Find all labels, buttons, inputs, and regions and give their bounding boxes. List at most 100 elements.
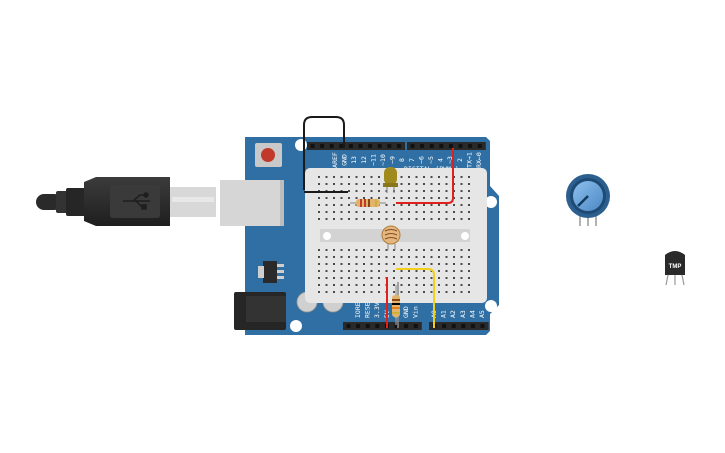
breadboard-hole[interactable] [468, 176, 470, 178]
breadboard-hole[interactable] [348, 256, 350, 258]
breadboard-hole[interactable] [348, 270, 350, 272]
breadboard-hole[interactable] [460, 197, 463, 199]
breadboard-hole[interactable] [438, 211, 440, 213]
breadboard-hole[interactable] [400, 197, 403, 199]
breadboard-hole[interactable] [363, 263, 365, 265]
breadboard-hole[interactable] [460, 263, 463, 265]
digital-header-pin[interactable] [410, 144, 415, 148]
power-header-pin[interactable] [356, 324, 361, 328]
breadboard-hole[interactable] [340, 263, 343, 265]
breadboard-hole[interactable] [370, 277, 373, 279]
breadboard-hole[interactable] [408, 197, 410, 199]
breadboard-hole[interactable] [408, 256, 410, 258]
breadboard-hole[interactable] [340, 277, 343, 279]
breadboard-hole[interactable] [438, 183, 440, 185]
breadboard-hole[interactable] [363, 183, 365, 185]
breadboard-hole[interactable] [355, 291, 358, 293]
reset-button[interactable] [255, 143, 282, 167]
breadboard-hole[interactable] [348, 204, 350, 206]
breadboard-hole[interactable] [393, 263, 395, 265]
breadboard-hole[interactable] [468, 211, 470, 213]
breadboard-hole[interactable] [430, 211, 433, 213]
digital-header-pin[interactable] [348, 144, 353, 148]
breadboard-hole[interactable] [438, 263, 440, 265]
breadboard-hole[interactable] [378, 218, 380, 220]
photoresistor[interactable] [381, 225, 401, 250]
breadboard-hole[interactable] [333, 277, 335, 279]
breadboard-hole[interactable] [393, 256, 395, 258]
breadboard-hole[interactable] [385, 249, 388, 251]
breadboard-hole[interactable] [453, 277, 455, 279]
breadboard-hole[interactable] [430, 176, 433, 178]
breadboard-hole[interactable] [385, 263, 388, 265]
analog-header[interactable] [429, 322, 489, 330]
breadboard-hole[interactable] [423, 256, 425, 258]
breadboard-hole[interactable] [318, 204, 320, 206]
breadboard-hole[interactable] [415, 190, 418, 192]
breadboard-hole[interactable] [385, 211, 388, 213]
breadboard-hole[interactable] [370, 190, 373, 192]
breadboard-hole[interactable] [385, 270, 388, 272]
breadboard-hole[interactable] [325, 263, 328, 265]
breadboard-hole[interactable] [325, 211, 328, 213]
breadboard-hole[interactable] [370, 183, 373, 185]
breadboard-hole[interactable] [348, 249, 350, 251]
breadboard-hole[interactable] [318, 197, 320, 199]
breadboard-hole[interactable] [325, 249, 328, 251]
breadboard-hole[interactable] [325, 218, 328, 220]
breadboard-hole[interactable] [423, 291, 425, 293]
led[interactable] [383, 167, 398, 193]
breadboard-hole[interactable] [355, 190, 358, 192]
breadboard-hole[interactable] [370, 270, 373, 272]
breadboard-hole[interactable] [423, 270, 425, 272]
breadboard-hole[interactable] [415, 277, 418, 279]
breadboard-hole[interactable] [363, 176, 365, 178]
breadboard-hole[interactable] [393, 291, 395, 293]
temperature-sensor[interactable]: TMP [665, 251, 685, 286]
breadboard-hole[interactable] [468, 197, 470, 199]
breadboard-hole[interactable] [468, 270, 470, 272]
breadboard-hole[interactable] [340, 218, 343, 220]
breadboard-hole[interactable] [325, 204, 328, 206]
breadboard-hole[interactable] [385, 197, 388, 199]
breadboard-hole[interactable] [408, 211, 410, 213]
breadboard-hole[interactable] [340, 270, 343, 272]
breadboard-hole[interactable] [445, 183, 448, 185]
breadboard-hole[interactable] [460, 277, 463, 279]
breadboard-hole[interactable] [468, 204, 470, 206]
breadboard-hole[interactable] [400, 190, 403, 192]
breadboard-hole[interactable] [333, 183, 335, 185]
breadboard-hole[interactable] [438, 249, 440, 251]
breadboard-hole[interactable] [355, 218, 358, 220]
breadboard-hole[interactable] [400, 284, 403, 286]
breadboard-hole[interactable] [468, 183, 470, 185]
breadboard-hole[interactable] [415, 204, 418, 206]
breadboard-hole[interactable] [355, 176, 358, 178]
breadboard-hole[interactable] [400, 211, 403, 213]
potentiometer[interactable] [566, 174, 610, 226]
breadboard-hole[interactable] [333, 197, 335, 199]
breadboard-hole[interactable] [460, 183, 463, 185]
breadboard-hole[interactable] [415, 263, 418, 265]
breadboard-hole[interactable] [430, 263, 433, 265]
breadboard-hole[interactable] [400, 263, 403, 265]
power-header[interactable] [343, 322, 422, 330]
breadboard-hole[interactable] [363, 197, 365, 199]
breadboard-hole[interactable] [378, 277, 380, 279]
breadboard-hole[interactable] [378, 176, 380, 178]
analog-header-pin[interactable] [461, 324, 466, 328]
breadboard-hole[interactable] [423, 176, 425, 178]
breadboard-hole[interactable] [355, 284, 358, 286]
breadboard-hole[interactable] [460, 284, 463, 286]
breadboard-hole[interactable] [460, 190, 463, 192]
breadboard-hole[interactable] [408, 176, 410, 178]
breadboard-hole[interactable] [445, 197, 448, 199]
breadboard-hole[interactable] [408, 204, 410, 206]
breadboard-hole[interactable] [445, 211, 448, 213]
breadboard-hole[interactable] [348, 183, 350, 185]
breadboard-hole[interactable] [393, 197, 395, 199]
breadboard-hole[interactable] [378, 249, 380, 251]
breadboard-hole[interactable] [423, 197, 425, 199]
digital-header-pin[interactable] [310, 144, 315, 148]
breadboard-hole[interactable] [438, 277, 440, 279]
